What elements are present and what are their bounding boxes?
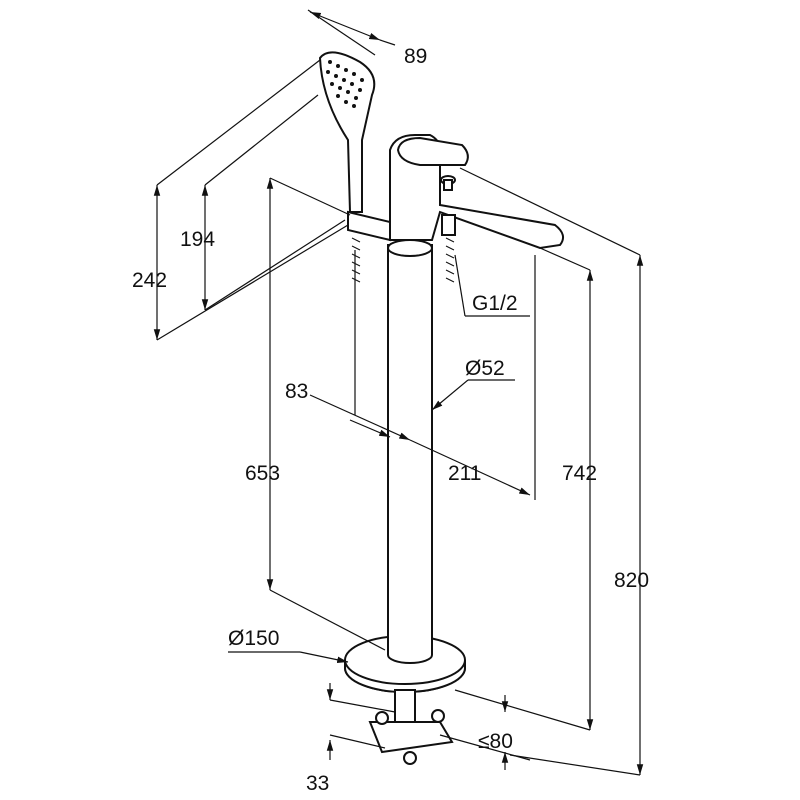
dim-diameter-52: Ø52 <box>465 357 505 380</box>
dimension-lines <box>153 9 644 776</box>
dim-83: 83 <box>285 380 308 403</box>
column <box>387 239 433 664</box>
dim-211: 211 <box>448 462 481 485</box>
dim-max-80: ≤80 <box>478 730 513 753</box>
dim-242: 242 <box>132 269 167 292</box>
dim-diameter-150: Ø150 <box>228 627 279 650</box>
mixer-body <box>389 134 565 283</box>
dim-194: 194 <box>180 228 215 251</box>
dim-742: 742 <box>562 462 597 485</box>
dim-33: 33 <box>306 772 329 795</box>
faucet <box>318 51 565 765</box>
hand-shower <box>318 51 376 213</box>
dim-g12: G1/2 <box>472 292 518 315</box>
dim-89: 89 <box>404 45 427 68</box>
floor-mount <box>368 689 454 765</box>
shower-holder <box>347 210 391 283</box>
dim-820: 820 <box>614 569 649 592</box>
dim-653: 653 <box>245 462 280 485</box>
